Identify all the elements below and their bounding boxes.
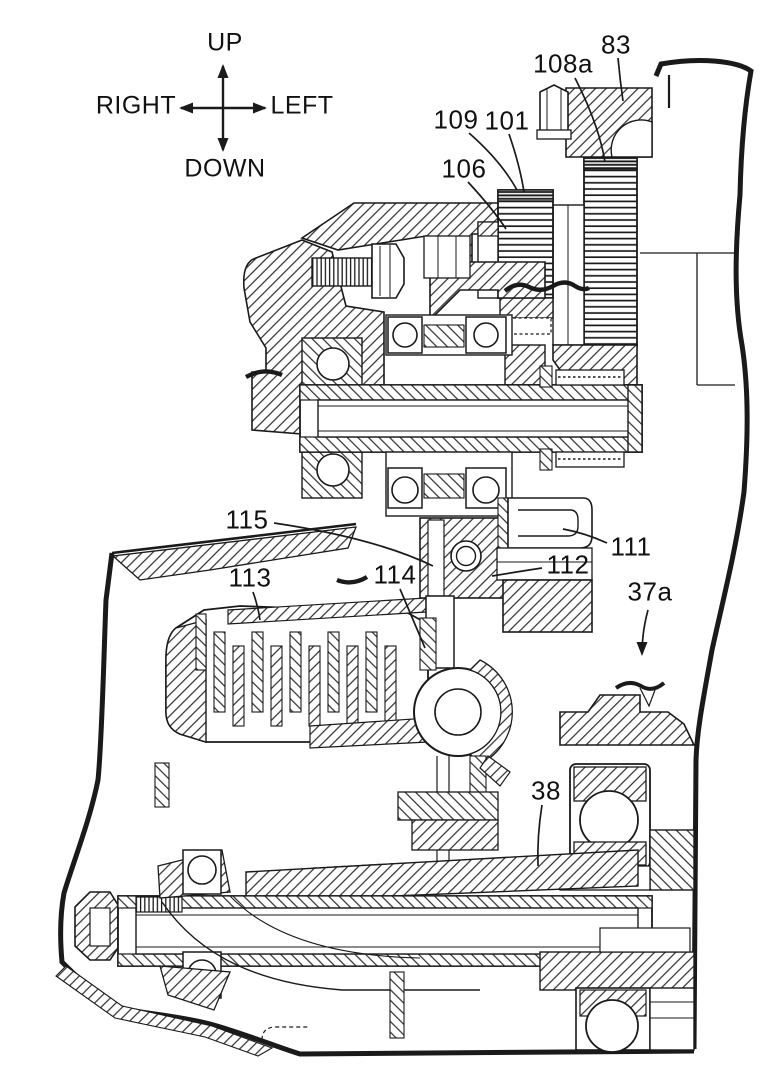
leader-114: [399, 588, 426, 649]
leader-37a: [636, 609, 649, 656]
ref-label-113: 113: [228, 562, 272, 593]
ref-label-111: 111: [610, 531, 652, 562]
leader-101: [508, 133, 525, 193]
ref-label-101: 101: [484, 105, 530, 136]
ref-label-109: 109: [433, 104, 479, 135]
ref-label-106: 106: [441, 153, 487, 184]
ref-label-108a: 108a: [533, 48, 593, 79]
leader-83: [617, 57, 624, 102]
leader-38: [536, 804, 543, 867]
compass-down-label: DOWN: [184, 154, 266, 183]
ref-label-83: 83: [601, 29, 631, 60]
break-marks: [244, 280, 666, 691]
compass-up-label: UP: [207, 28, 243, 57]
leader-111: [562, 528, 608, 544]
compass-left-label: LEFT: [270, 91, 334, 120]
leader-106: [467, 181, 507, 230]
ref-label-37a: 37a: [627, 576, 673, 607]
ref-label-38: 38: [531, 775, 561, 806]
lower-assembly: [55, 762, 695, 1057]
leader-lines: [252, 57, 649, 867]
leader-112: [491, 567, 543, 577]
leader-109: [468, 132, 518, 191]
case-outer-contour: [58, 58, 754, 1057]
ref-label-112: 112: [546, 549, 590, 580]
ref-label-115: 115: [225, 504, 269, 535]
leader-108a: [574, 77, 606, 163]
compass-right-label: RIGHT: [95, 91, 177, 120]
upper-assembly: [242, 84, 737, 517]
leader-115: [273, 522, 434, 567]
leader-113: [252, 591, 261, 621]
ref-label-114: 114: [373, 559, 417, 590]
